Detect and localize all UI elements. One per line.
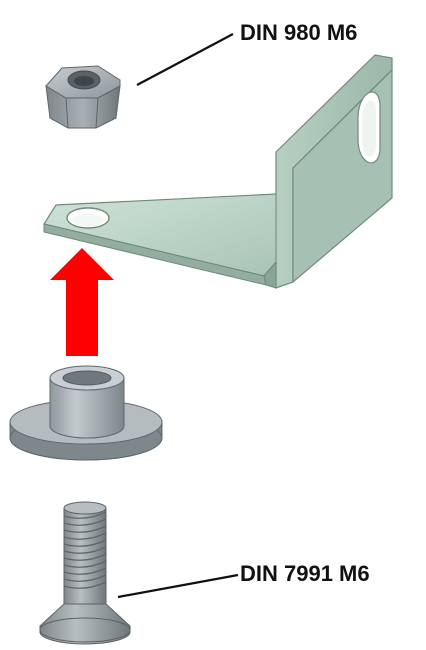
hex-nut-icon: [46, 66, 120, 128]
screw-callout-label: DIN 7991 M6: [240, 561, 370, 586]
screw-leader-line: [118, 575, 238, 597]
nut-callout-label: DIN 980 M6: [240, 20, 357, 45]
arrow-up-icon: [50, 248, 114, 356]
nut-leader-line: [137, 34, 233, 85]
flanged-bushing-icon: [10, 366, 162, 460]
countersunk-screw-icon: [40, 502, 130, 644]
